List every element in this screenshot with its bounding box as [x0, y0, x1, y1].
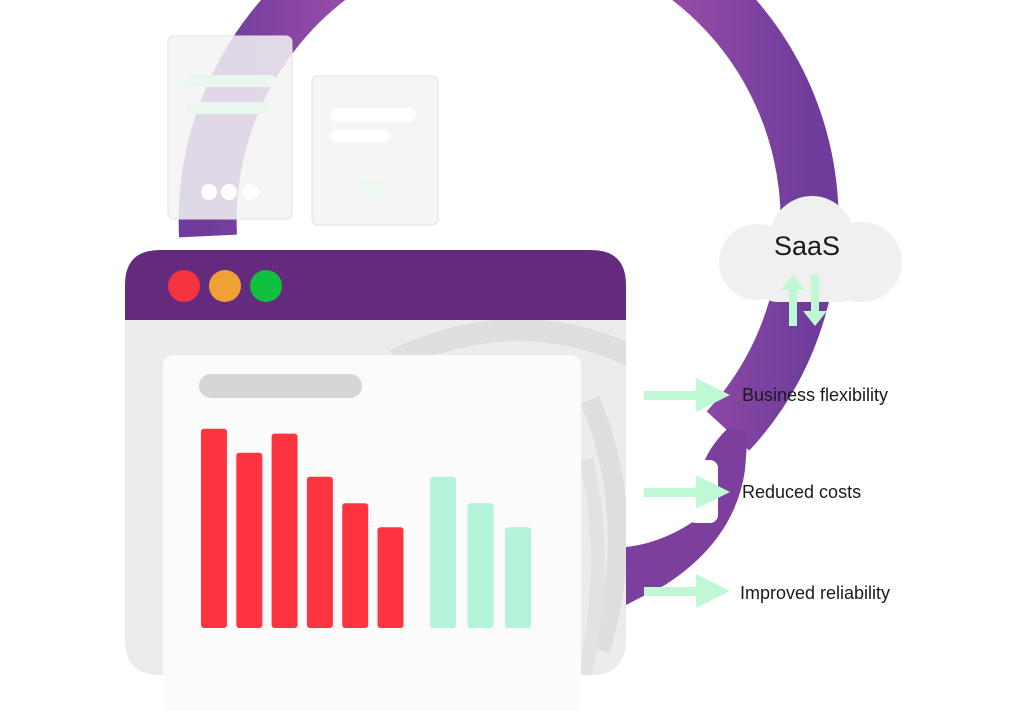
bar-s0-4 [342, 503, 369, 628]
bar-s0-5 [377, 527, 404, 628]
dots-icon [201, 184, 259, 200]
saas-label: SaaS [774, 231, 841, 261]
floating-card-right [311, 75, 439, 226]
benefit-arrows [644, 378, 730, 608]
bar-s1-1 [467, 503, 494, 628]
panel-title-placeholder [199, 374, 362, 398]
maximize-dot-icon [250, 270, 282, 302]
bar-chart [201, 428, 531, 628]
arrow-right-icon [644, 378, 730, 412]
purple-ring-lower [626, 428, 748, 605]
bar-s0-2 [271, 433, 298, 628]
floating-card-left [167, 35, 293, 220]
bar-s0-3 [306, 476, 333, 628]
minimize-dot-icon [209, 270, 241, 302]
arrow-right-icon [644, 475, 730, 509]
benefit-reduced-costs: Reduced costs [742, 482, 862, 502]
window-titlebar [125, 250, 626, 320]
bar-s0-1 [236, 452, 263, 628]
close-dot-icon [168, 270, 200, 302]
benefit-improved-reliability: Improved reliability [740, 583, 891, 603]
window-controls [168, 270, 282, 302]
browser-window [125, 250, 626, 711]
benefit-business-flexibility: Business flexibility [742, 385, 889, 405]
bar-s1-0 [430, 476, 456, 628]
arrow-right-icon [644, 574, 730, 608]
bar-s1-2 [505, 527, 531, 628]
fingerprint-pattern [390, 320, 626, 675]
bar-s0-0 [201, 428, 227, 628]
cloud-shape [719, 196, 902, 302]
sync-arrows-icon [781, 275, 827, 326]
